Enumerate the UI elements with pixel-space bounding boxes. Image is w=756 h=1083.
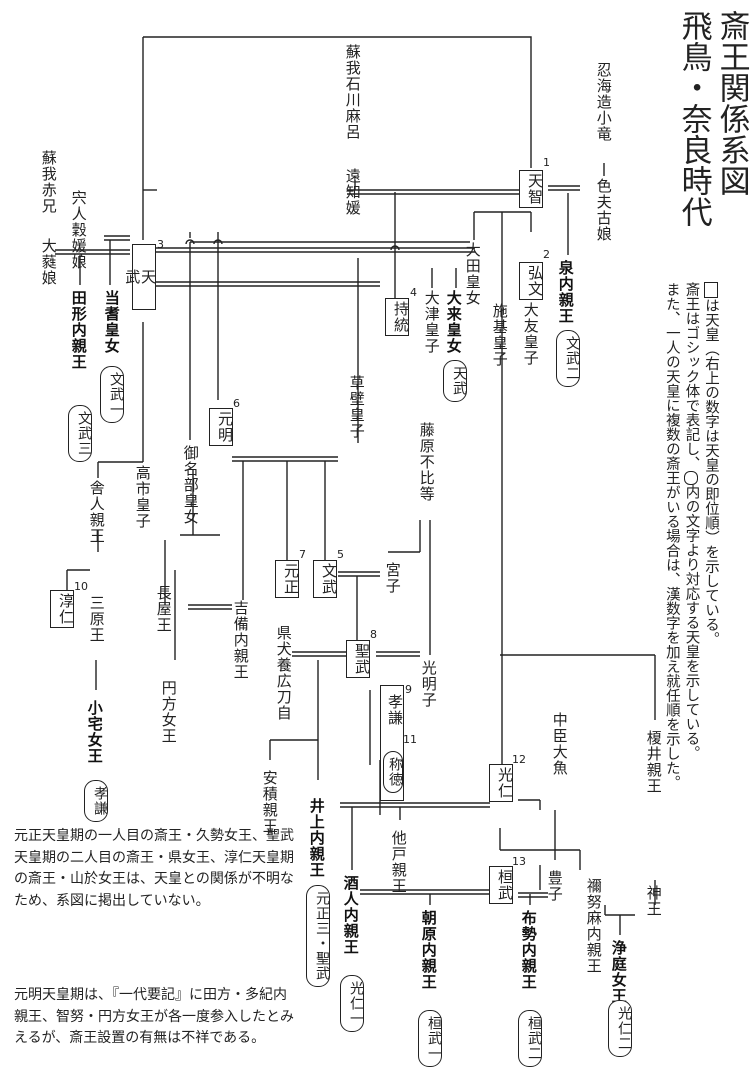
emperor-tenji-number: 1 [543,156,550,169]
emperor-kobun: 弘文 [519,262,544,300]
emperor-kanmu-number: 13 [512,855,526,868]
saio-tagata: 田形内親王 [69,290,88,370]
person-minabe: 御名部皇女 [181,445,200,525]
emperor-tenmu-number: 3 [157,238,164,251]
emperor-gensho: 元正 [275,560,300,598]
emperor-gensho-number: 7 [299,548,306,561]
person-nakatomi: 中臣大魚 [550,712,569,776]
person-takechi: 高市皇子 [133,465,152,529]
title-line2: 飛鳥・奈良時代 [675,10,712,227]
person-komyo: 光明子 [419,660,438,708]
badge-taki: 文武一 [100,366,124,423]
emperor-genmei: 元明 [209,408,234,446]
emperor-junnin-number: 10 [74,580,88,593]
emperor-koken: 孝謙 [386,693,404,726]
badge-izumi: 文武二 [556,330,580,387]
emperor-koken-number: 9 [405,683,412,696]
person-ota: 大田皇女 [463,242,482,306]
badge-omiyake: 孝謙 [84,780,108,822]
person-asaka: 安積親王 [260,770,279,834]
emperor-konin-number: 12 [512,753,526,766]
emperor-shomu-number: 8 [370,628,377,641]
note-paragraph-1: 元正天皇期の一人目の斎王・久勢女王、聖武天皇期の二人目の斎王・県女王、淳仁天皇期… [14,828,294,910]
emperor-koken-shotoku: 孝謙 称徳 [380,685,404,801]
emperor-tenmu-char1: 天 [139,269,157,285]
badge-kiyoniwa: 光仁二 [608,1000,632,1057]
saio-badge-icon [684,470,699,485]
emperor-box-icon [704,282,718,298]
note-paragraph-2: 元明天皇期は、『一代要記』に田方・多紀内親王、智努・円方女王が各一度参入したとみ… [14,987,294,1047]
legend-line3: また、一人の天皇に複数の斎王がいる場合は、漢数字を加え就任順を示した。 [663,282,680,790]
emperor-jito-number: 4 [410,286,417,299]
legend: は天皇（右上の数字は天皇の即位順）を示している。 斎王はゴシック体で表記し、内の… [610,282,720,792]
person-soga-akae: 蘇我赤兄 [39,150,58,214]
person-agata: 県犬養広刀自 [274,625,293,721]
person-otsu: 大津皇子 [422,290,441,354]
legend-line1: は天皇（右上の数字は天皇の即位順）を示している。 [700,282,720,792]
saio-omiyake: 小宅女王 [85,700,104,764]
person-ninomu: 禰努麻内親王 [584,878,603,974]
emperor-monmu: 文武 [313,560,338,598]
person-toneri: 舎人親王 [87,480,106,544]
person-ochinoiratsume: 遠知媛 [343,168,362,216]
badge-oku: 天武 [443,360,467,402]
emperor-shomu: 聖武 [346,640,371,678]
emperor-kanmu: 桓武 [489,866,514,904]
badge-tagata: 文武三 [68,405,92,462]
saio-asahara: 朝原内親王 [419,910,438,990]
badge-ise: 桓武二 [518,1010,542,1067]
emperor-tenmu-char2: 武 [123,269,142,285]
person-enoi: 榎井親王 [644,730,663,794]
person-fujiwara-fuhito: 藤原不比等 [417,422,436,502]
emperor-jito: 持統 [385,298,410,336]
badge-sakahito: 光仁一 [340,975,364,1032]
person-nagaya: 長屋王 [154,585,173,633]
person-mihara: 三原王 [87,595,106,643]
person-kusakabe: 草壁皇子 [347,375,366,439]
person-ohonu: 大蕤娘 [39,238,58,286]
kobun-name: 大友皇子 [521,302,540,366]
person-kibi: 吉備内親王 [231,600,250,680]
person-shishito: 宍人穀媛娘 [69,190,88,270]
emperor-konin: 光仁 [489,764,514,802]
emperor-shotoku: 称徳 [383,750,403,793]
person-oshiumi: 忍海造小竜 [594,62,613,142]
saio-inoue: 井上内親王 [307,798,326,878]
saio-izumi: 泉内親王 [556,260,575,324]
emperor-shotoku-number: 11 [403,733,417,746]
person-kamio: 神王 [644,885,663,917]
saio-kiyoniwa: 浄庭女王 [609,940,628,1004]
emperor-genmei-number: 6 [233,397,240,410]
person-toyoko: 豊子 [545,870,564,902]
person-miyako: 宮子 [383,562,402,594]
person-soga-ishikawa: 蘇我石川麻呂 [343,44,362,140]
saio-ise: 布勢内親王 [519,910,538,990]
legend-line2: 斎王はゴシック体で表記し、内の文字より対応する天皇を示している。 [683,282,700,760]
badge-inoue: 元正三・聖武 [306,885,330,987]
tenji-tenmu-line [143,36,532,168]
badge-asahara: 桓武一 [418,1010,442,1067]
emperor-monmu-number: 5 [337,548,344,561]
saio-taki: 当耆皇女 [102,290,121,354]
saio-oku: 大来皇女 [444,290,463,354]
person-shikibuko: 色夫古娘 [594,178,613,242]
emperor-tenmu: 天武 [123,244,157,310]
emperor-kobun-number: 2 [543,248,550,261]
emperor-tenji: 天智 [519,170,544,208]
person-osakabe: 他戸親王 [389,830,408,894]
person-madokata: 円方女王 [159,680,178,744]
emperor-junnin: 淳仁 [50,590,75,628]
saio-sakahito: 酒人内親王 [341,875,360,955]
title-line1: 斎王関係系図 [713,10,750,196]
person-shiki: 施基皇子 [490,303,509,367]
